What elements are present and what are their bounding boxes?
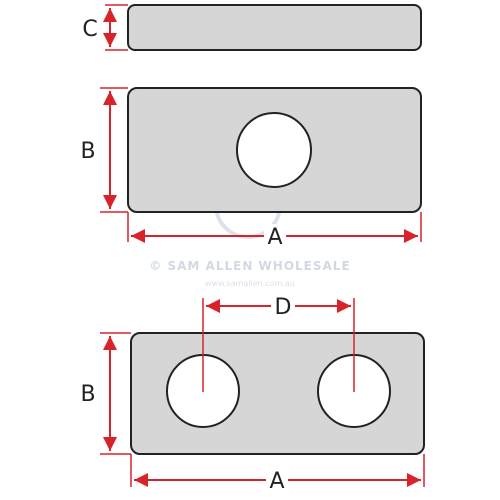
label-a-top: A	[267, 225, 282, 250]
side-view-plate	[127, 4, 422, 51]
single-hole	[236, 112, 312, 188]
label-d: D	[275, 295, 292, 320]
dimension-a-bottom: A	[130, 454, 425, 494]
dimension-b-top: B	[80, 87, 128, 213]
label-a-bottom: A	[269, 469, 284, 494]
dimension-a-top: A	[127, 212, 422, 250]
label-b-bottom: B	[80, 382, 95, 407]
watermark-text: © SAM ALLEN WHOLESALE	[149, 259, 350, 273]
dimension-c: C	[82, 4, 128, 51]
dimension-b-bottom: B	[80, 332, 131, 455]
label-c: C	[82, 17, 97, 42]
label-b-top: B	[80, 139, 95, 164]
label-a-bottom-background	[266, 468, 288, 492]
watermark-subtext: www.samallen.com.au	[205, 279, 295, 288]
label-a-top-background	[264, 224, 286, 248]
label-d-background	[271, 294, 295, 318]
dimension-d: D	[202, 294, 355, 392]
